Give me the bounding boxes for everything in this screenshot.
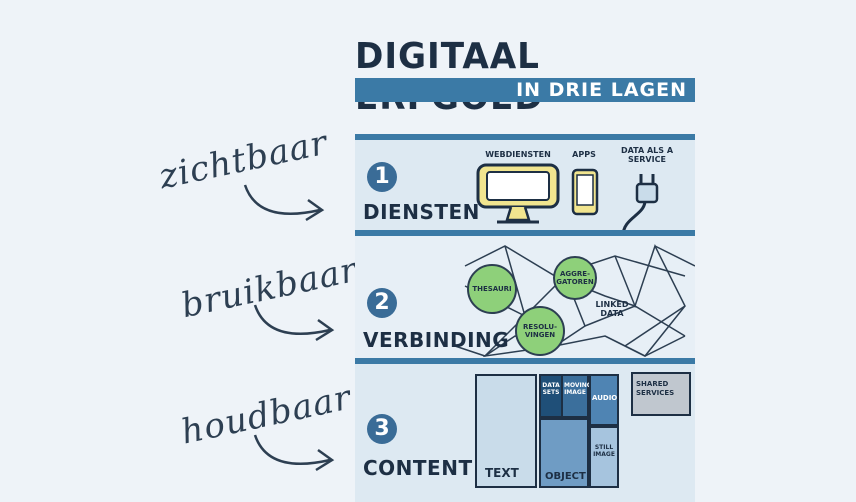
layer-3-block-text-label: TEXT: [485, 466, 519, 480]
layer-3-label: CONTENT: [363, 456, 473, 480]
layer-2-linked-data: LINKED DATA: [595, 300, 629, 318]
layer-2-node-resoluvingen: RESOLU-VINGEN: [515, 306, 565, 356]
layer-3-block-audio-label: AUDIO: [592, 394, 618, 402]
layer-1-item-apps: APPS: [572, 150, 596, 159]
poster-subtitle: IN DRIE LAGEN: [516, 79, 687, 101]
layer-1-label: DIENSTEN: [363, 200, 480, 224]
layer-3-band: 3 CONTENT TEXT DATA SETS MOVING IMAGE AU…: [355, 358, 695, 502]
monitor-icon: [476, 163, 560, 224]
arrow-icon: [253, 434, 335, 472]
layer-2-band: 2 VERBINDING THESAURI AGGRE-GATOREN RESO…: [355, 230, 695, 364]
layer-1-item-data: DATA ALS A SERVICE: [620, 146, 674, 164]
layer-2-node-aggregatoren: AGGRE-GATOREN: [553, 256, 597, 300]
layer-3-block-still-image-label: STILL IMAGE: [593, 444, 615, 458]
layer-3-block-object: OBJECT: [539, 418, 589, 488]
layer-3-block-object-label: OBJECT: [545, 471, 586, 482]
layer-3-block-text: TEXT: [475, 374, 537, 488]
subtitle-bar: IN DRIE LAGEN: [355, 78, 695, 102]
arrow-icon: [253, 304, 335, 342]
layer-1-item-web: WEBDIENSTEN: [485, 150, 551, 159]
layer-3-block-moving-image-label: MOVING IMAGE: [564, 382, 592, 396]
layer-2-node-thesauri: THESAURI: [467, 264, 517, 314]
layer-1-number: 1: [367, 162, 397, 192]
arrow-icon: [243, 184, 325, 222]
layer-3-block-moving-image: MOVING IMAGE: [561, 374, 592, 418]
phone-icon: [571, 168, 599, 216]
layer-3-shared-services: SHARED SERVICES: [631, 372, 691, 416]
layer-3-block-still-image: STILL IMAGE: [589, 426, 619, 488]
layer-3-shared-services-label: SHARED SERVICES: [636, 380, 675, 397]
layer-1-band: 1 DIENSTEN WEBDIENSTEN APPS DATA ALS A S…: [355, 134, 695, 237]
layer-2-label: VERBINDING: [363, 328, 510, 352]
layer-2-number: 2: [367, 288, 397, 318]
poster: DIGITAAL ERFGOED IN DRIE LAGEN 1 DIENSTE…: [355, 28, 695, 502]
layer-3-block-datasets: DATA SETS: [539, 374, 563, 418]
layer-3-block-datasets-label: DATA SETS: [542, 382, 560, 396]
poster-title: DIGITAAL ERFGOED: [355, 36, 543, 118]
layer-3-number: 3: [367, 414, 397, 444]
layer-3-block-audio: AUDIO: [589, 374, 619, 426]
plug-icon: [621, 174, 659, 237]
